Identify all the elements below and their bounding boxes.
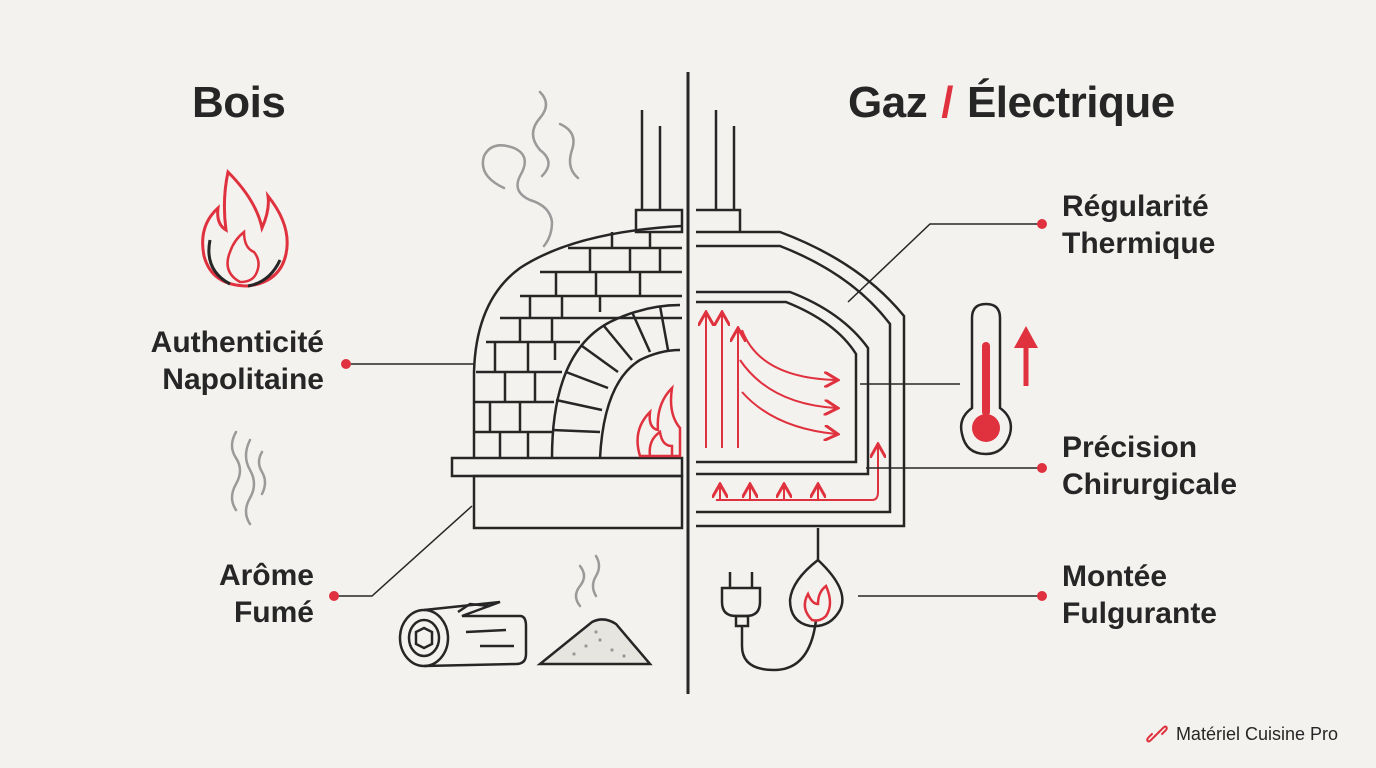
title-gas-electric: Gaz / Électrique (848, 78, 1175, 128)
label-precision: Précision Chirurgicale (1062, 429, 1237, 503)
oven-fire (636, 384, 682, 458)
smoke-icon (481, 90, 580, 248)
flame-icon (201, 168, 289, 288)
label-line: Chirurgicale (1062, 468, 1238, 501)
gas-flame-icon (788, 528, 844, 628)
label-regularite: Régularité Thermique (1062, 188, 1215, 262)
plug-icon (720, 572, 818, 672)
smoke-icon (230, 430, 267, 526)
label-line: Thermique (1062, 227, 1216, 260)
label-line: Napolitaine (162, 363, 324, 396)
title-gas: Gaz (848, 78, 928, 127)
leader-lines (334, 223, 1042, 597)
label-line: Fulgurante (1062, 597, 1217, 630)
label-line: Authenticité (150, 326, 324, 359)
title-separator: / (941, 78, 953, 127)
label-arome: Arôme Fumé (219, 557, 314, 631)
label-montee: Montée Fulgurante (1062, 558, 1217, 632)
brand-footer: Matériel Cuisine Pro (1146, 723, 1338, 745)
label-line: Régularité (1062, 190, 1209, 223)
link-icon (1146, 725, 1168, 743)
title-wood: Bois (192, 78, 286, 127)
label-line: Arôme (218, 559, 314, 592)
leader-dots (329, 219, 1047, 601)
label-line: Montée (1062, 560, 1167, 593)
brand-name: Matériel Cuisine Pro (1175, 723, 1338, 744)
brick-oven (450, 110, 684, 530)
arrow-up-icon (1014, 326, 1038, 386)
label-line: Fumé (233, 596, 314, 629)
title-electric: Électrique (966, 78, 1175, 127)
ash-pile-icon (536, 554, 653, 666)
log-icon (398, 600, 528, 668)
modern-oven (696, 110, 906, 528)
thermometer-icon (959, 302, 1013, 456)
label-authenticite: Authenticité Napolitaine (151, 324, 324, 398)
heat-flow (706, 314, 878, 501)
label-line: Précision (1062, 431, 1198, 464)
